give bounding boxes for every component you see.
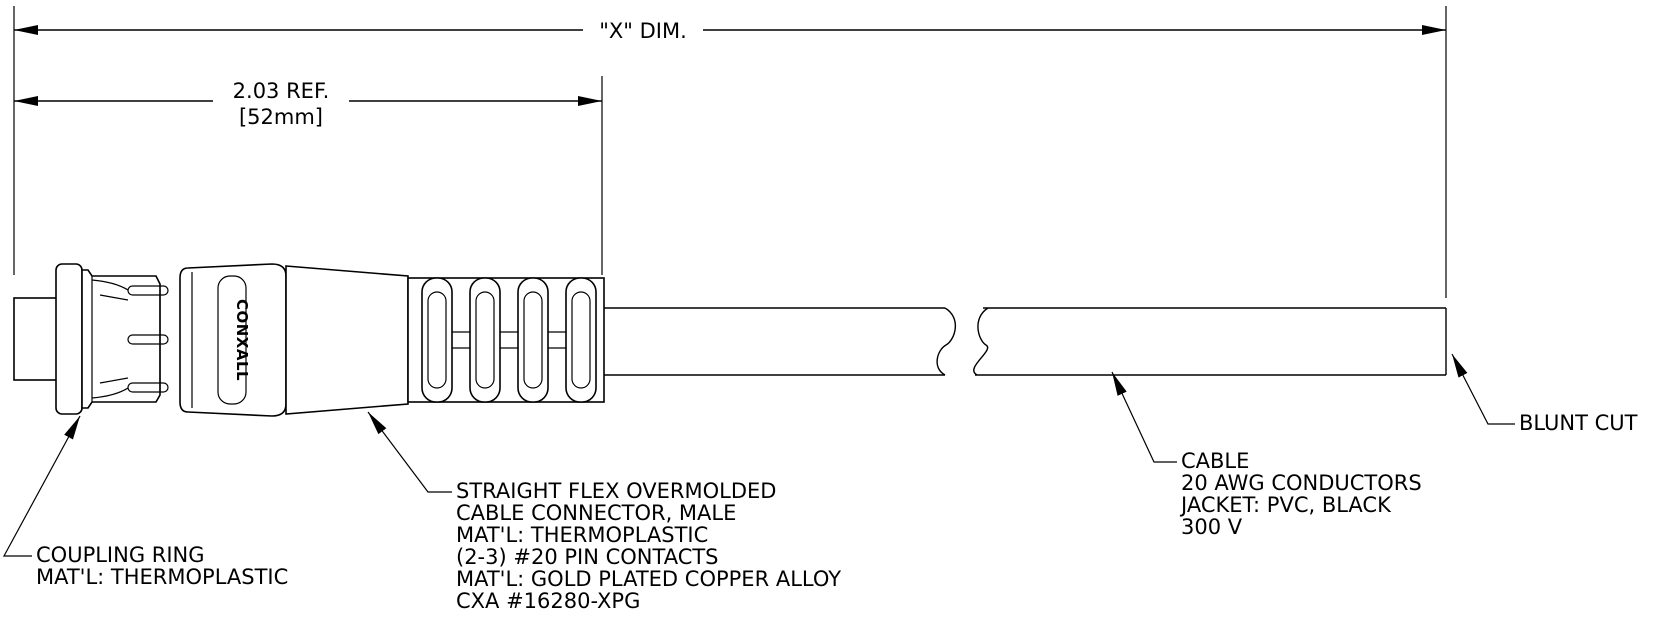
ref-dimension-mm: [52mm] xyxy=(239,105,323,129)
logo-text: CONXALL xyxy=(233,299,251,381)
callout-blunt-cut-line-1: BLUNT CUT xyxy=(1519,411,1638,435)
overall-dimension: "X" DIM. xyxy=(14,14,1446,46)
connector: CONXALL xyxy=(13,263,605,417)
cable-break-left xyxy=(936,307,956,376)
strain-relief xyxy=(407,277,605,403)
ref-dimension-label-bg xyxy=(213,84,349,106)
callout-cable-line-1: CABLE xyxy=(1181,449,1249,473)
extension-lines xyxy=(13,6,1447,298)
logo-badge xyxy=(217,275,247,405)
callout-blunt-cut: BLUNT CUT xyxy=(1519,411,1638,435)
callout-connector-line-4: (2-3) #20 PIN CONTACTS xyxy=(456,545,719,569)
leader-blunt-cut xyxy=(1451,353,1515,425)
strain-relief-ribs xyxy=(421,277,597,403)
overall-dimension-label: "X" DIM. xyxy=(599,19,687,43)
callout-coupling-ring: COUPLING RING MAT'L: THERMOPLASTIC xyxy=(36,543,288,589)
coupling-ring-body xyxy=(81,269,161,409)
callout-connector-line-2: CABLE CONNECTOR, MALE xyxy=(456,501,736,525)
callout-connector-line-1: STRAIGHT FLEX OVERMOLDED xyxy=(456,479,776,503)
cable-break-right xyxy=(973,307,989,376)
overmold-body: CONXALL xyxy=(179,263,409,417)
callout-coupling-ring-line-1: COUPLING RING xyxy=(36,543,205,567)
plug-face xyxy=(13,297,59,381)
callout-connector: STRAIGHT FLEX OVERMOLDED CABLE CONNECTOR… xyxy=(456,479,841,613)
callout-connector-line-5: MAT'L: GOLD PLATED COPPER ALLOY xyxy=(456,567,841,591)
callout-connector-line-3: MAT'L: THERMOPLASTIC xyxy=(456,523,708,547)
overall-dimension-label-bg xyxy=(583,14,703,46)
callout-coupling-ring-line-2: MAT'L: THERMOPLASTIC xyxy=(36,565,288,589)
leader-connector xyxy=(367,411,452,493)
callout-cable-line-3: JACKET: PVC, BLACK xyxy=(1179,493,1392,517)
ref-dimension: 2.03 REF. [52mm] xyxy=(14,79,602,129)
cable xyxy=(604,307,1447,376)
coupling-ring xyxy=(55,263,169,415)
ref-dimension-inch: 2.03 REF. xyxy=(233,79,330,103)
leader-coupling-ring xyxy=(2,415,81,557)
overmold-taper xyxy=(285,265,409,415)
callout-cable: CABLE 20 AWG CONDUCTORS JACKET: PVC, BLA… xyxy=(1179,449,1422,539)
overmold-head xyxy=(179,263,287,417)
coupling-ring-flange xyxy=(55,263,83,415)
callout-cable-line-4: 300 V xyxy=(1181,515,1243,539)
leaders xyxy=(2,353,1515,557)
callout-cable-line-2: 20 AWG CONDUCTORS xyxy=(1181,471,1422,495)
callout-connector-line-6: CXA #16280-XPG xyxy=(456,589,640,613)
leader-cable xyxy=(1111,371,1177,463)
